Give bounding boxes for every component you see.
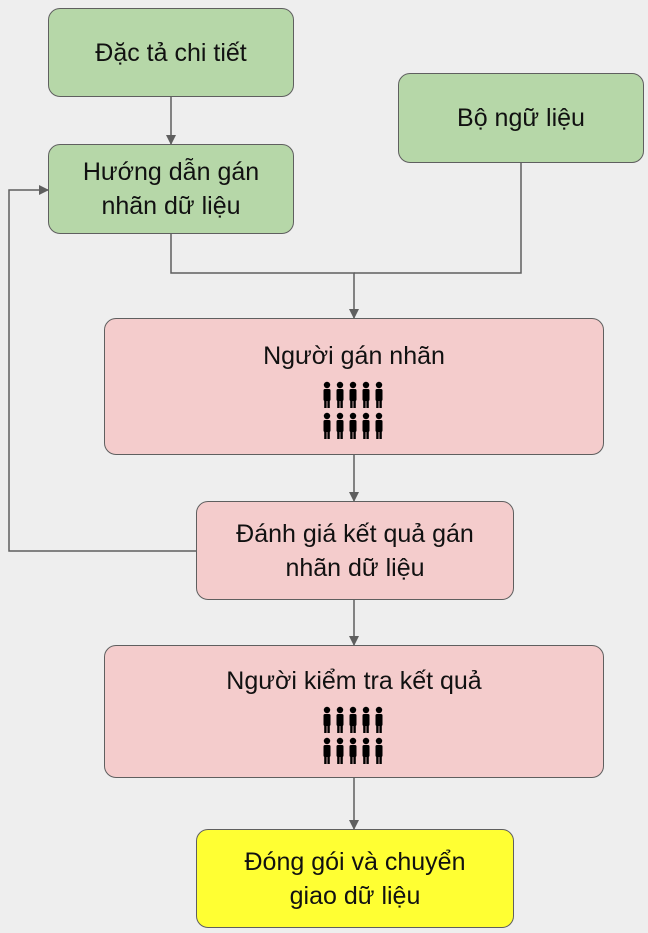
arrow-guidelines-to-annotators bbox=[170, 234, 359, 319]
node-spec: Đặc tả chi tiết bbox=[48, 8, 294, 97]
node-guidelines: Hướng dẫn gán nhãn dữ liệu bbox=[48, 144, 294, 234]
node-annotators-label: Người gán nhãn bbox=[263, 342, 445, 370]
arrow-evaluation-feedback-to-guidelines bbox=[8, 185, 196, 552]
node-delivery: Đóng gói và chuyển giao dữ liệu bbox=[196, 829, 514, 928]
node-evaluation-line1: Đánh giá kết quả gán bbox=[236, 519, 474, 548]
node-corpus: Bộ ngữ liệu bbox=[398, 73, 644, 163]
node-corpus-label: Bộ ngữ liệu bbox=[457, 104, 585, 132]
node-evaluation-line2: nhãn dữ liệu bbox=[285, 553, 425, 582]
people-group-icon bbox=[322, 706, 386, 766]
node-delivery-line2: giao dữ liệu bbox=[289, 881, 421, 910]
node-annotators: Người gán nhãn bbox=[104, 318, 604, 455]
node-evaluation: Đánh giá kết quả gán nhãn dữ liệu bbox=[196, 501, 514, 600]
people-group-icon bbox=[322, 381, 386, 441]
node-reviewers-label: Người kiểm tra kết quả bbox=[226, 667, 482, 695]
node-guidelines-line1: Hướng dẫn gán bbox=[82, 158, 260, 186]
line-corpus-to-merge bbox=[354, 163, 522, 274]
node-spec-label: Đặc tả chi tiết bbox=[95, 38, 247, 67]
node-delivery-line1: Đóng gói và chuyển bbox=[244, 847, 466, 876]
node-guidelines-line2: nhãn dữ liệu bbox=[101, 192, 241, 220]
node-reviewers: Người kiểm tra kết quả bbox=[104, 645, 604, 778]
